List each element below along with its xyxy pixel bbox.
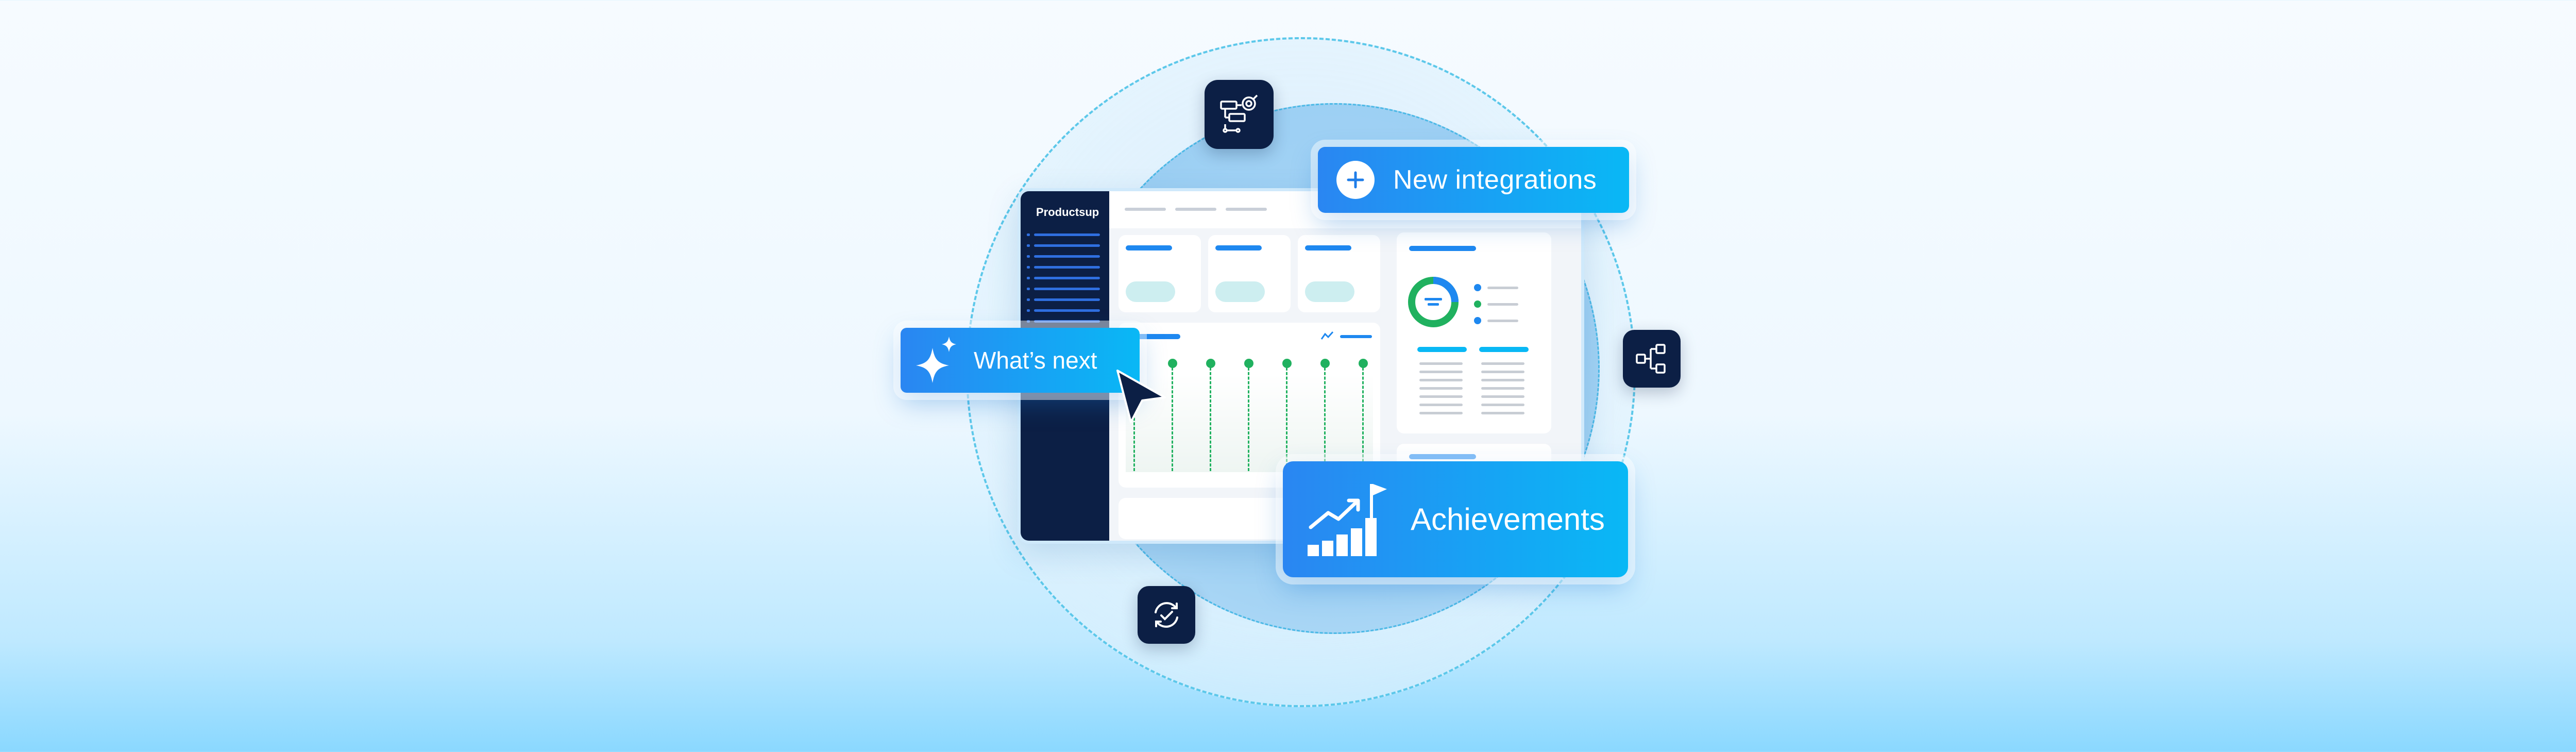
achievements-badge[interactable]: Achievements xyxy=(1283,461,1628,577)
table-line-placeholder xyxy=(1481,395,1524,398)
table-line-placeholder xyxy=(1419,362,1463,365)
chart-point xyxy=(1359,359,1368,368)
cursor-arrow-icon xyxy=(1116,370,1166,423)
sidebar-item[interactable] xyxy=(1027,320,1100,323)
whats-next-label: What’s next xyxy=(974,347,1097,374)
breadcrumb-placeholder xyxy=(1125,208,1166,211)
productsup-logo: Productsup xyxy=(1036,206,1099,219)
card-title-placeholder xyxy=(1126,245,1172,250)
new-integrations-badge[interactable]: New integrations xyxy=(1318,147,1629,213)
card-title-placeholder xyxy=(1409,454,1476,459)
workflow-target-icon xyxy=(1205,80,1274,149)
legend-dot xyxy=(1474,300,1481,308)
whats-next-badge[interactable]: What’s next xyxy=(901,328,1140,393)
chart-point xyxy=(1206,359,1215,368)
table-line-placeholder xyxy=(1419,412,1463,414)
new-integrations-label: New integrations xyxy=(1393,165,1597,195)
table-line-placeholder xyxy=(1419,379,1463,381)
chart-legend-placeholder xyxy=(1340,335,1372,338)
legend-text-placeholder xyxy=(1487,303,1518,306)
card-value-placeholder xyxy=(1215,281,1265,302)
chart-point xyxy=(1244,359,1253,368)
sidebar-item[interactable] xyxy=(1027,233,1100,236)
trend-line-icon xyxy=(1320,331,1334,340)
table-line-placeholder xyxy=(1481,412,1524,414)
donut-chart xyxy=(1408,277,1459,327)
chart-area xyxy=(1126,374,1373,472)
chart-stem xyxy=(1210,363,1211,471)
achievements-label: Achievements xyxy=(1411,502,1605,537)
legend-text-placeholder xyxy=(1487,320,1518,322)
sidebar-item[interactable] xyxy=(1027,288,1100,290)
chart-stem xyxy=(1172,363,1173,471)
chart-card xyxy=(1118,323,1380,488)
table-line-placeholder xyxy=(1419,371,1463,373)
hierarchy-icon xyxy=(1623,330,1681,388)
breadcrumb-placeholder xyxy=(1226,208,1267,211)
kpi-card xyxy=(1298,235,1380,312)
legend-text-placeholder xyxy=(1487,287,1518,289)
card-value-placeholder xyxy=(1126,281,1175,302)
legend-dot xyxy=(1474,284,1481,291)
chart-stem xyxy=(1324,363,1326,471)
table-line-placeholder xyxy=(1481,371,1524,373)
table-line-placeholder xyxy=(1419,404,1463,406)
kpi-card xyxy=(1118,235,1201,312)
donut-card xyxy=(1397,232,1551,433)
column-header-placeholder xyxy=(1479,347,1529,352)
plus-icon xyxy=(1336,161,1375,199)
sidebar-item[interactable] xyxy=(1027,309,1100,312)
breadcrumb-placeholder xyxy=(1175,208,1216,211)
column-header-placeholder xyxy=(1417,347,1467,352)
legend-dot xyxy=(1474,317,1481,324)
chart-stem xyxy=(1286,363,1287,471)
chart-stem xyxy=(1362,363,1364,471)
chart-point xyxy=(1282,359,1292,368)
growth-chart-flag-icon xyxy=(1308,483,1387,556)
sidebar-item[interactable] xyxy=(1027,298,1100,301)
sidebar-item[interactable] xyxy=(1027,255,1100,258)
sidebar-item[interactable] xyxy=(1027,266,1100,269)
chart-point xyxy=(1168,359,1177,368)
table-line-placeholder xyxy=(1481,362,1524,365)
sparkle-icon xyxy=(916,337,956,383)
card-title-placeholder xyxy=(1215,245,1262,250)
table-line-placeholder xyxy=(1419,395,1463,398)
sync-check-icon xyxy=(1138,586,1195,644)
table-line-placeholder xyxy=(1419,387,1463,390)
donut-title-placeholder xyxy=(1409,246,1476,251)
chart-point xyxy=(1320,359,1330,368)
chart-stem xyxy=(1248,363,1249,471)
kpi-card xyxy=(1208,235,1291,312)
table-line-placeholder xyxy=(1481,387,1524,390)
card-value-placeholder xyxy=(1305,281,1354,302)
table-line-placeholder xyxy=(1481,379,1524,381)
chart-title-placeholder xyxy=(1129,334,1180,339)
table-line-placeholder xyxy=(1481,404,1524,406)
sidebar-item[interactable] xyxy=(1027,277,1100,279)
card-title-placeholder xyxy=(1305,245,1351,250)
sidebar-item[interactable] xyxy=(1027,244,1100,247)
